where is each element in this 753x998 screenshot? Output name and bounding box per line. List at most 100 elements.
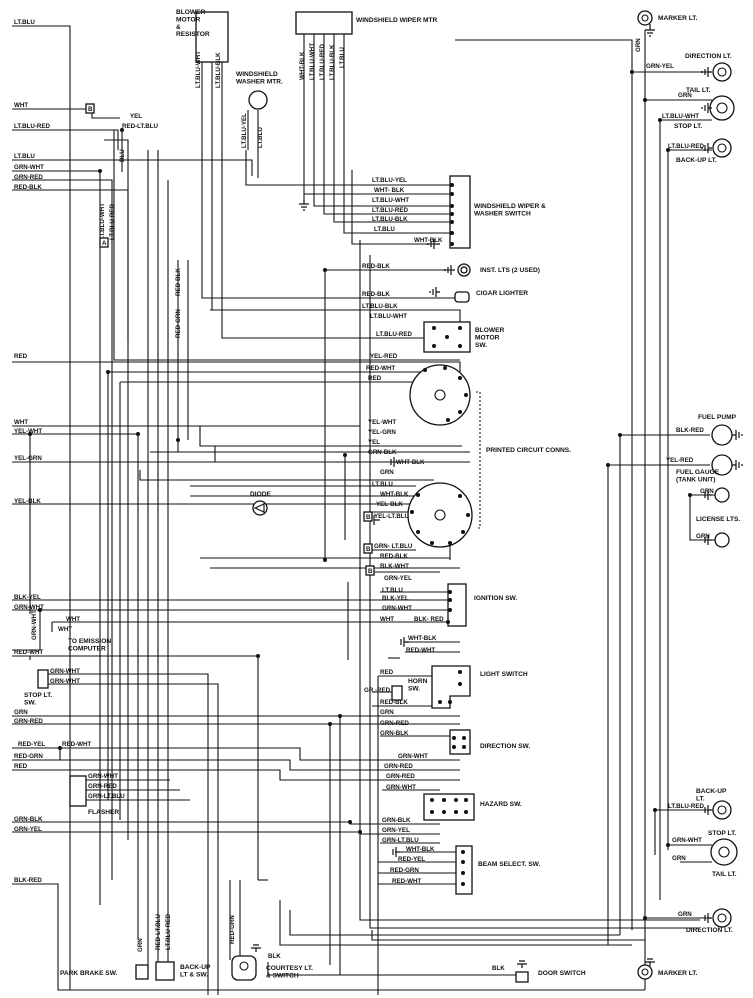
wire-label: GRN-WHT: [386, 784, 416, 791]
marker-lt-top-label: MARKER LT.: [658, 15, 698, 22]
wire-label: YEL-BLK: [14, 498, 41, 505]
stop-tail-lt-bottom-symbol: [710, 838, 738, 866]
wire-label: LT.BLU-RED: [376, 331, 413, 338]
flasher-symbol: [69, 775, 87, 807]
blower-motor-resistor-symbol: [195, 11, 229, 63]
wire-label: GRN: [696, 533, 710, 540]
hazard-switch-symbol: [423, 793, 475, 821]
wire-label: RED-BLK: [175, 268, 182, 296]
wire-label: RED-GRN: [175, 309, 182, 338]
wire-label: GRN: [14, 709, 28, 716]
wire-label: LT.BLU-WHT: [372, 197, 409, 204]
direction-lt-bottom-symbol: [712, 908, 732, 928]
wire-label: LT.BLU: [339, 47, 346, 68]
wire-label: LT.BLU: [372, 481, 393, 488]
wire-label: GRN: [672, 855, 686, 862]
terminal-b-label: B: [366, 514, 371, 521]
wire-label: WHT: [14, 419, 28, 426]
backup-switch-symbol: [155, 961, 175, 981]
stop-lt-top-label: STOP LT.: [674, 123, 702, 130]
wire-label: LT.BLU-BLK: [215, 52, 222, 88]
wire-label: RED-WHT: [406, 647, 435, 654]
wire-label: LT.BLU-BLK: [372, 216, 408, 223]
wire-label: YEL-WHT: [14, 428, 42, 435]
wire-label: GRN-RED: [384, 763, 413, 770]
wire-label: GRN-WHT: [50, 668, 80, 675]
wire-label: GRN: [678, 92, 692, 99]
wire-label: LT.BLU-YEL: [372, 177, 407, 184]
wire-label: WHT-BLK: [408, 635, 437, 642]
wire-label: BLK-YEL: [382, 595, 409, 602]
wire-label: YEL-RED: [370, 353, 398, 360]
wire-label: BLK-RED: [676, 427, 704, 434]
wire-label: LT.BLU-BLK: [362, 303, 398, 310]
printed-circuit-conns-label: PRINTED CIRCUIT CONNS.: [486, 447, 571, 454]
door-switch-symbol: [515, 971, 529, 983]
wire-label: YEL-BLK: [376, 501, 403, 508]
wire-label: LT.BLU-RED: [668, 803, 705, 810]
wire-label: WHT: [66, 616, 80, 623]
wire-label: WHT-BLK: [380, 491, 409, 498]
wire-label: LT.BLU: [374, 226, 395, 233]
tail-lt-top-label: TAIL LT.: [686, 87, 711, 94]
junction-dots: [28, 70, 692, 920]
terminal-a-label: A: [102, 240, 107, 247]
ignition-sw-label: IGNITION SW.: [474, 595, 517, 602]
wire-label: GRN: [380, 709, 394, 716]
fuel-pump-symbol: [711, 424, 733, 446]
wire-label: WHT-BLK: [414, 237, 443, 244]
wire-label: LT.BLU-RED: [165, 913, 172, 950]
wire-label: WHT: [58, 626, 72, 633]
diode-label: DIODE: [250, 491, 271, 498]
wire-label: GRN-YEL: [646, 63, 674, 70]
fuel-pump-label: FUEL PUMP: [698, 414, 737, 421]
cigar-lighter-label: CIGAR LIGHTER: [476, 290, 528, 297]
ignition-switch-symbol: [446, 583, 467, 627]
wire-label: GRN-BLK: [368, 449, 397, 456]
wire-label: RED-BLK: [14, 184, 42, 191]
wire-label: GRN-RED: [380, 720, 409, 727]
terminal-b-label: B: [88, 106, 93, 113]
wire-label: BLK- RED: [414, 616, 444, 623]
wire-label: LT.BLU: [14, 19, 35, 26]
wire-label: RED-GRN: [390, 867, 419, 874]
beam-select-switch-symbol: [455, 845, 473, 895]
wire-label: LT.BLU-RED: [668, 143, 705, 150]
wire-label: BLK-YEL: [14, 594, 41, 601]
wire-label: RED: [368, 375, 382, 382]
wire-label: YEL-LT.BLU: [374, 513, 409, 520]
wire-label: WHT-BLK: [299, 51, 306, 80]
wiper-washer-switch-label: WINDSHIELD WIPER &WASHER SWITCH: [474, 203, 546, 217]
wire-label: RED-WHT: [14, 649, 43, 656]
light-switch-label: LIGHT SWITCH: [480, 671, 528, 678]
wire-label: GRN-RED: [14, 718, 43, 725]
printed-circuit-conn-1: [409, 364, 471, 426]
wire-label: GRN-RED: [88, 783, 117, 790]
horn-switch-symbol: [391, 685, 403, 701]
washer-motor-symbol: [247, 90, 268, 150]
beam-select-sw-label: BEAM SELECT. SW.: [478, 861, 540, 868]
hazard-sw-label: HAZARD SW.: [480, 801, 522, 808]
backup-lt-bottom-symbol: [712, 800, 732, 820]
stop-lt-sw-label: STOP LT.SW.: [24, 692, 52, 706]
direction-lt-top-symbol: [712, 62, 732, 82]
wire-label: WHT-BLK: [396, 459, 425, 466]
pc-conns-bracket: [476, 391, 481, 529]
park-brake-switch-symbol: [135, 964, 149, 980]
direction-switch-symbol: [449, 729, 471, 755]
wire-labels: LT.BLU WHT LT.BLU-RED LT.BLU GRN-WHT GRN…: [14, 19, 714, 972]
wire-label: RED-GRN: [14, 753, 43, 760]
wire-network: [12, 25, 715, 995]
wire-label: GRN-WHT: [14, 164, 44, 171]
light-switch-symbol: [431, 665, 471, 709]
terminal-markers: B A B B B: [85, 103, 375, 576]
wire-label: RED-WHT: [392, 878, 421, 885]
wire-label: RED: [14, 353, 28, 360]
wire-label: BLK: [492, 965, 505, 972]
